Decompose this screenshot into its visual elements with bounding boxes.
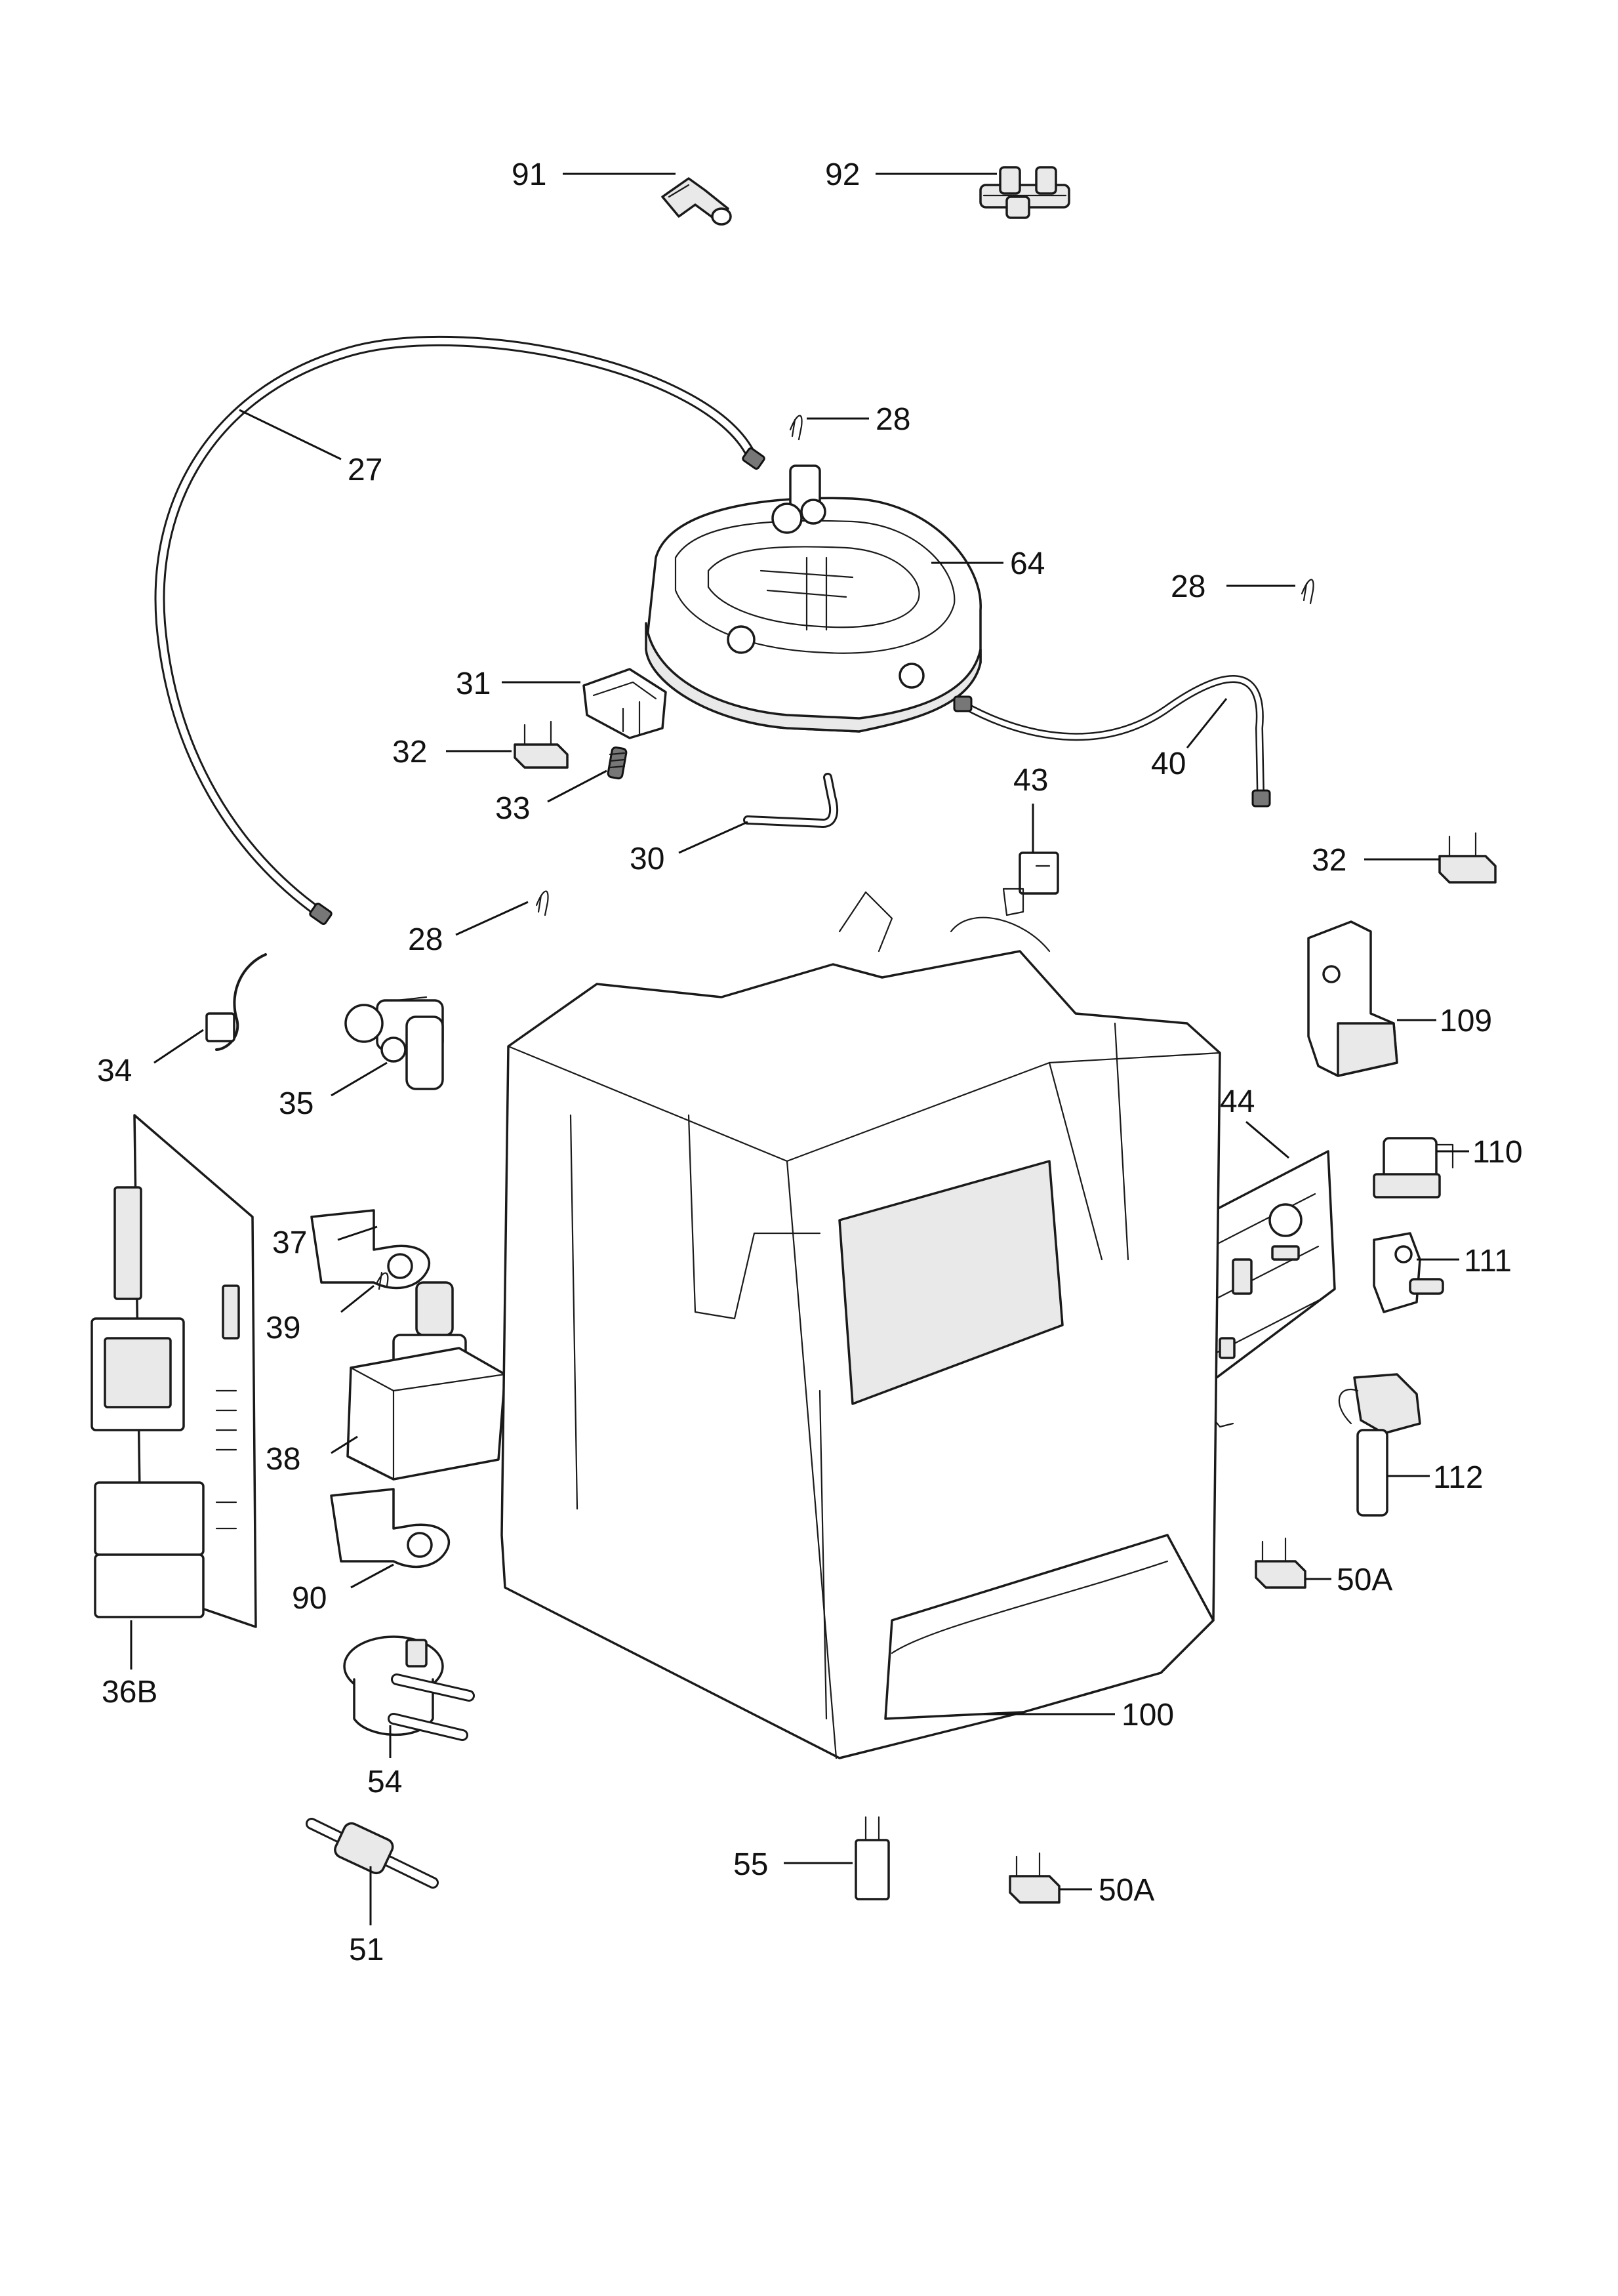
callout-labels: 91 92 28 27 64 28 31 32 33 40 43 30 32 2… [97, 157, 1523, 1967]
callout-38: 38 [266, 1442, 300, 1477]
callout-32-right: 32 [1312, 843, 1346, 878]
part-100-main-housing [500, 891, 1221, 1759]
callout-64: 64 [1010, 546, 1045, 581]
leader-35 [331, 1061, 388, 1097]
part-50a-connector-right [1255, 1537, 1306, 1589]
part-33-spring [607, 746, 628, 780]
part-64-boiler-assembly [645, 464, 982, 733]
part-39-clip [376, 1271, 389, 1290]
callout-30: 30 [630, 842, 664, 876]
part-28-clip-right [1301, 579, 1314, 605]
part-34-cable-plug [205, 953, 267, 1051]
callout-44: 44 [1220, 1084, 1255, 1119]
callout-33: 33 [495, 791, 530, 826]
callout-51: 51 [349, 1933, 384, 1967]
part-38-water-pump [346, 1281, 506, 1481]
leader-38 [331, 1435, 358, 1454]
callout-111: 111 [1464, 1244, 1512, 1279]
callout-39: 39 [266, 1311, 300, 1345]
part-32-connector-left [514, 720, 569, 769]
part-112-sensor-probe [1338, 1373, 1421, 1517]
part-37-pump-bracket [310, 1209, 431, 1290]
leader-90 [350, 1563, 394, 1589]
leader-lines [130, 173, 1469, 1925]
callout-28-top: 28 [876, 402, 910, 437]
part-110-solenoid-valve [1373, 1137, 1454, 1199]
callout-92: 92 [825, 157, 860, 192]
callout-90: 90 [292, 1581, 327, 1616]
leader-33 [547, 769, 607, 803]
part-36b-power-board [91, 1114, 257, 1628]
leader-44 [1245, 1120, 1289, 1159]
part-54-flowmeter [343, 1635, 475, 1741]
part-55-fuse-holder [855, 1816, 890, 1900]
callout-28-left: 28 [408, 922, 443, 957]
callout-109: 109 [1440, 1004, 1492, 1038]
callout-28-right: 28 [1171, 569, 1205, 604]
part-51-inline-fitting [306, 1818, 439, 1889]
part-31-switch-bracket [582, 668, 667, 739]
callout-91: 91 [512, 157, 546, 192]
part-92-tee-fitting [979, 166, 1070, 219]
callout-110: 110 [1472, 1135, 1523, 1170]
part-28-clip-top [789, 415, 803, 441]
callout-40: 40 [1151, 747, 1186, 781]
part-109-valve-bracket [1307, 920, 1398, 1077]
callout-36b: 36B [102, 1675, 157, 1710]
callout-50a-right: 50A [1337, 1563, 1392, 1597]
callout-54: 54 [367, 1765, 402, 1799]
part-111-valve-unit [1373, 1232, 1444, 1313]
part-35-inlet-valve [344, 996, 444, 1090]
part-43-microswitch [1002, 851, 1059, 916]
part-32-connector-right [1438, 832, 1497, 884]
callout-43: 43 [1013, 763, 1048, 798]
part-40-thin-hose [953, 675, 1271, 808]
callout-112: 112 [1433, 1460, 1484, 1495]
leader-40 [1186, 698, 1228, 748]
callout-32-left: 32 [392, 735, 427, 769]
part-28-clip-left [535, 890, 549, 916]
callout-34: 34 [97, 1054, 132, 1088]
leader-28c [455, 901, 529, 936]
callout-35: 35 [279, 1086, 313, 1121]
leader-30 [678, 821, 748, 854]
part-90-mounting-bracket [330, 1488, 451, 1568]
part-30-bent-pipe [743, 773, 839, 829]
leader-27 [239, 409, 342, 461]
callout-55: 55 [733, 1847, 768, 1882]
callout-100: 100 [1122, 1698, 1174, 1732]
leader-37 [337, 1225, 378, 1241]
part-27-long-hose [154, 335, 765, 925]
part-91-elbow-fitting [661, 177, 732, 226]
callout-37: 37 [272, 1225, 307, 1260]
callout-50a-bottom: 50A [1099, 1873, 1154, 1908]
leader-39 [340, 1284, 374, 1313]
callout-31: 31 [456, 666, 491, 701]
part-50a-connector-bottom [1009, 1852, 1061, 1904]
leader-34 [153, 1029, 204, 1064]
callout-27: 27 [348, 453, 382, 487]
